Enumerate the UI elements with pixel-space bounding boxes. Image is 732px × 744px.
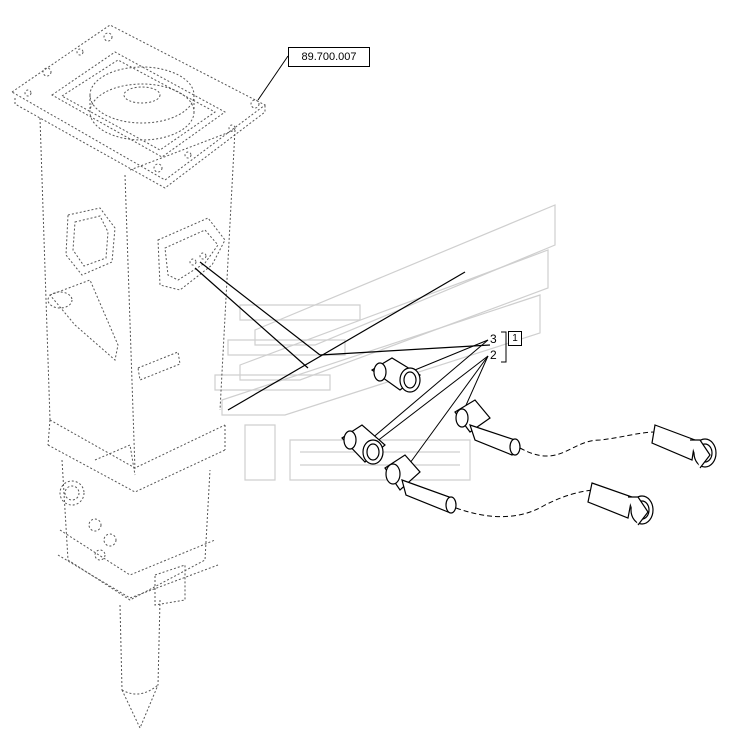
hose-paths [455, 431, 656, 518]
reference-label: 89.700.007 [288, 47, 370, 67]
callout-2: 2 [490, 348, 497, 362]
hose-end-upper [651, 424, 717, 469]
reference-leader [257, 55, 289, 101]
hammer-body [11, 24, 266, 730]
adapter-upper [454, 399, 521, 456]
callout-leaders [369, 331, 507, 464]
fitting-lower [341, 424, 386, 465]
adapter-lower [384, 454, 457, 514]
hose-end-lower [587, 482, 654, 526]
callout-3: 3 [490, 332, 497, 346]
port-leaders [194, 261, 491, 411]
callout-group-1: 1 [508, 331, 522, 346]
fitting-upper [370, 357, 422, 393]
